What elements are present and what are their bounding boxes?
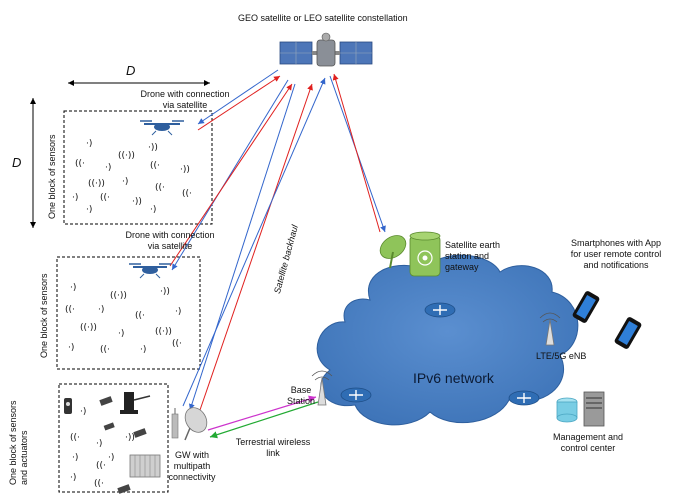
svg-text:((·)): ((·)) [110, 291, 127, 301]
svg-text:·): ·) [72, 193, 78, 203]
svg-text:·): ·) [86, 205, 92, 215]
sensor-icons: ·)((·))·)) ((··)((··)) ((·))·)((· ·)((··… [72, 139, 192, 215]
drone-icon [129, 263, 171, 279]
svg-text:·): ·) [98, 305, 104, 315]
svg-text:·): ·) [86, 139, 92, 149]
svg-text:·)): ·)) [132, 197, 142, 207]
sensor-block-2 [56, 256, 201, 370]
svg-text:·): ·) [96, 439, 102, 449]
base-station-antenna-icon [311, 370, 333, 406]
sensor-actuator-icons: ·)((··) ·))·)((· ·)((··) [64, 392, 161, 494]
network-label: IPv6 network [413, 370, 494, 386]
svg-text:((·: ((· [100, 345, 110, 355]
svg-text:·): ·) [150, 205, 156, 215]
satellite-label: GEO satellite or LEO satellite constella… [238, 13, 408, 23]
svg-text:·): ·) [118, 329, 124, 339]
svg-text:·): ·) [68, 343, 74, 353]
svg-text:·): ·) [140, 345, 146, 355]
dimension-label-horizontal: D [126, 63, 136, 78]
svg-text:((·)): ((·)) [88, 179, 105, 189]
svg-text:((·: ((· [65, 305, 75, 315]
svg-text:((·: ((· [100, 193, 110, 203]
earth-station-icon [379, 231, 441, 277]
svg-text:·): ·) [70, 473, 76, 483]
management-center-icon [556, 391, 605, 427]
svg-text:·)): ·)) [180, 165, 190, 175]
block-label-2: One block of sensors [39, 273, 49, 358]
svg-text:·): ·) [80, 407, 86, 417]
svg-text:·)): ·)) [125, 433, 135, 443]
svg-text:·): ·) [105, 163, 111, 173]
svg-text:((·)): ((·)) [155, 327, 172, 337]
svg-text:((·)): ((·)) [118, 151, 135, 161]
svg-text:((·: ((· [150, 161, 160, 171]
router-icon [340, 387, 372, 403]
svg-text:((·: ((· [96, 461, 106, 471]
svg-text:·)): ·)) [160, 287, 170, 297]
svg-text:·): ·) [122, 177, 128, 187]
smartphone-icon [614, 317, 642, 349]
svg-text:·)): ·)) [148, 143, 158, 153]
svg-text:((·: ((· [155, 183, 165, 193]
svg-text:((·: ((· [94, 479, 104, 489]
smartphone-icon [572, 291, 600, 323]
sensor-actuator-block [58, 383, 169, 493]
block-label-1: One block of sensors [47, 134, 57, 219]
gateway-dish-icon [171, 407, 208, 441]
satellite-icon [279, 32, 373, 67]
enb-antenna-icon [539, 312, 561, 346]
terrestrial-link-up [207, 395, 317, 431]
svg-text:((·: ((· [182, 189, 192, 199]
svg-text:((·)): ((·)) [80, 323, 97, 333]
svg-text:((·: ((· [172, 339, 182, 349]
svg-text:·): ·) [175, 307, 181, 317]
svg-text:·): ·) [72, 453, 78, 463]
svg-text:((·: ((· [135, 311, 145, 321]
satellite-links [169, 69, 386, 411]
drone-icon [140, 120, 184, 136]
terrestrial-link-down [209, 401, 319, 439]
svg-text:·): ·) [70, 283, 76, 293]
sensor-block-1 [63, 110, 213, 225]
enb-label: LTE/5G eNB [536, 351, 587, 361]
router-icon [424, 302, 456, 318]
dimension-label-vertical: D [12, 155, 22, 170]
svg-text:·): ·) [108, 453, 114, 463]
svg-text:((·: ((· [75, 159, 85, 169]
svg-text:((·: ((· [70, 433, 80, 443]
router-icon [508, 390, 540, 406]
sensor-icons: ·)((·))·)) ((··)((··) ((·))·)((·)) ·)((·… [65, 283, 182, 355]
